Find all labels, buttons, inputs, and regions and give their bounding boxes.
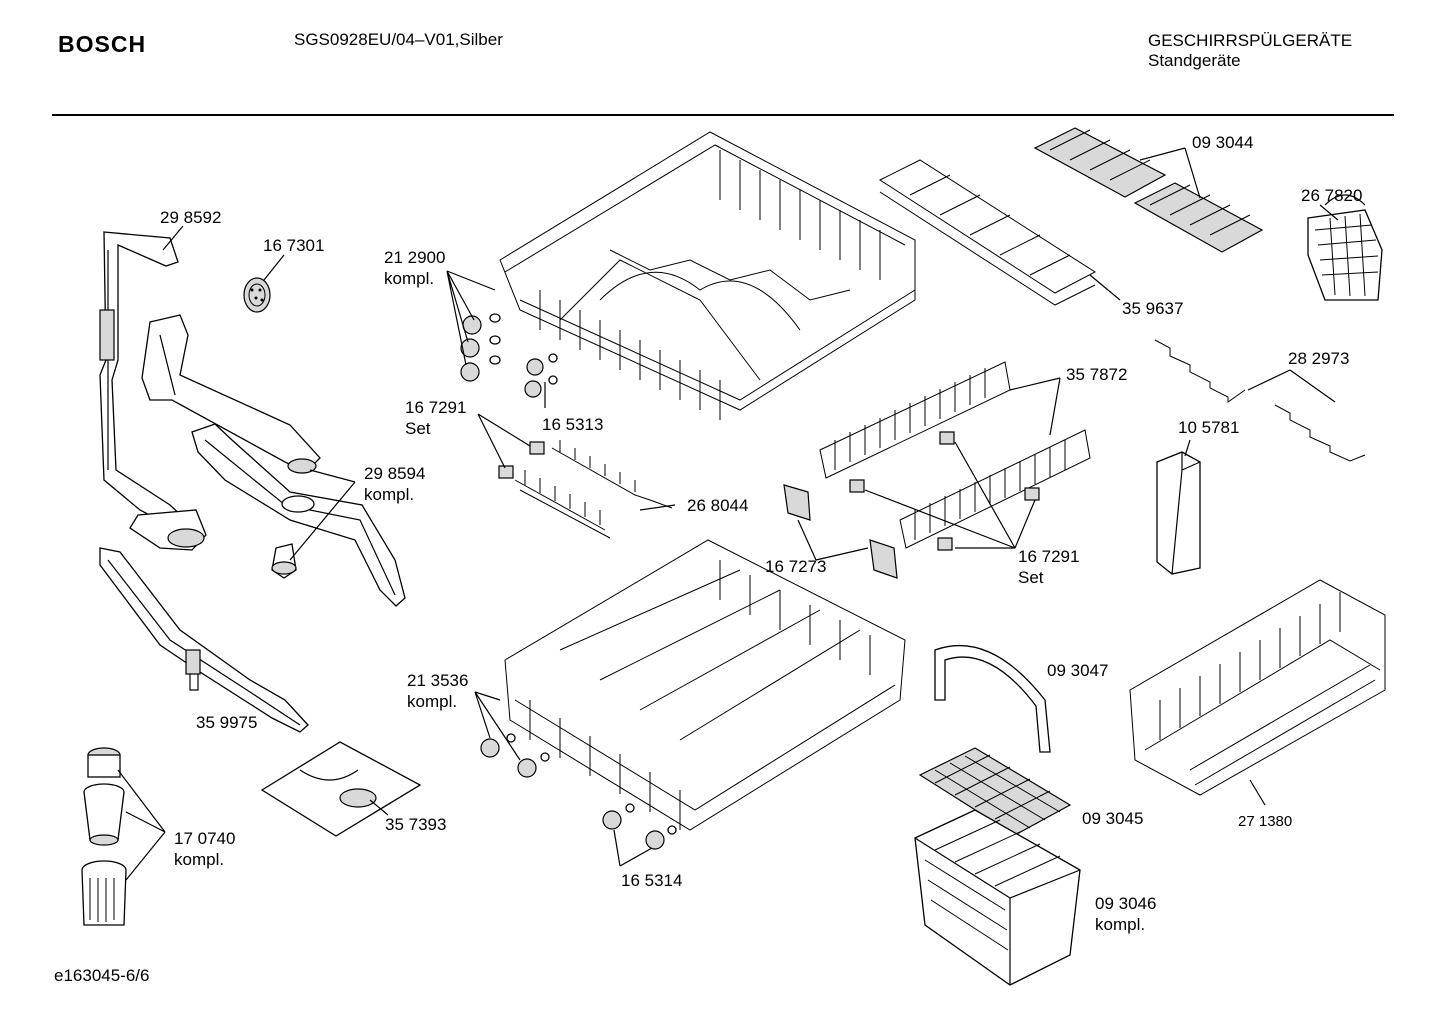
label-093046: 09 3046 xyxy=(1095,894,1156,913)
lower-basket-drawing xyxy=(504,539,906,831)
label-357872: 35 7872 xyxy=(1066,365,1127,384)
label-282973: 28 2973 xyxy=(1288,349,1349,368)
category-title: GESCHIRRSPÜLGERÄTE xyxy=(1148,31,1353,50)
leader-lines xyxy=(117,147,1339,881)
label-268044: 26 8044 xyxy=(687,496,748,515)
label-167291-mid-set: Set xyxy=(1018,568,1044,587)
label-359975: 35 9975 xyxy=(196,713,257,732)
label-267820: 26 7820 xyxy=(1301,186,1362,205)
clips-drawing xyxy=(498,431,1040,579)
cutlery-tray-top-drawing xyxy=(878,159,1096,306)
label-105781: 10 5781 xyxy=(1178,418,1239,437)
label-093047: 09 3047 xyxy=(1047,661,1108,680)
label-167291-mid: 16 7291 xyxy=(1018,547,1079,566)
label-167301: 16 7301 xyxy=(263,236,324,255)
label-093044: 09 3044 xyxy=(1192,133,1253,152)
label-212900-kompl: kompl. xyxy=(384,269,434,288)
label-298594-kompl: kompl. xyxy=(364,485,414,504)
drawing-reference: e163045-6/6 xyxy=(54,966,150,985)
label-170740-kompl: kompl. xyxy=(174,850,224,869)
cutlery-rack-inserts-drawing xyxy=(1033,127,1264,253)
basket-rollers-lower-drawing xyxy=(480,733,677,850)
cup-shelf-drawing xyxy=(819,361,1091,549)
label-213536: 21 3536 xyxy=(407,671,468,690)
upper-basket-drawing xyxy=(499,131,916,420)
cutlery-basket-large-drawing xyxy=(914,809,1081,986)
label-165313: 16 5313 xyxy=(542,415,603,434)
sieve-plate-drawing xyxy=(260,741,422,837)
lower-spray-arm-2-drawing xyxy=(99,547,309,733)
fold-down-tines-drawing xyxy=(514,440,673,539)
label-359637: 35 9637 xyxy=(1122,299,1183,318)
label-212900: 21 2900 xyxy=(384,248,445,267)
label-093046-kompl: kompl. xyxy=(1095,915,1145,934)
label-167291-top-set: Set xyxy=(405,419,431,438)
label-271380: 27 1380 xyxy=(1238,813,1292,830)
filter-assembly-drawing xyxy=(81,747,127,926)
label-298594: 29 8594 xyxy=(364,464,425,483)
spray-arm-supply-pipe-drawing xyxy=(99,231,207,551)
plate-rack-drawing xyxy=(1129,579,1386,796)
label-213536-kompl: kompl. xyxy=(407,692,457,711)
upper-spray-arm-holder-drawing xyxy=(141,314,321,474)
category-block: GESCHIRRSPÜLGERÄTE Standgeräte xyxy=(1148,31,1352,71)
stepped-rack-drawing xyxy=(1154,339,1366,462)
spray-arm-cap-drawing xyxy=(243,277,271,313)
brand-logo: BOSCH xyxy=(58,31,147,57)
basket-handle-drawing xyxy=(934,644,1051,753)
glass-holder-drawing xyxy=(1156,451,1201,575)
label-170740: 17 0740 xyxy=(174,829,235,848)
cutlery-basket-small-drawing xyxy=(1307,194,1383,301)
lower-spray-arm-drawing xyxy=(191,423,406,607)
label-298592: 29 8592 xyxy=(160,208,221,227)
label-167273: 16 7273 xyxy=(765,557,826,576)
label-167291-top: 16 7291 xyxy=(405,398,466,417)
header-divider xyxy=(52,114,1394,116)
category-subtitle: Standgeräte xyxy=(1148,51,1241,70)
label-357393: 35 7393 xyxy=(385,815,446,834)
label-165314: 16 5314 xyxy=(621,871,682,890)
label-093045: 09 3045 xyxy=(1082,809,1143,828)
model-title: SGS0928EU/04–V01,Silber xyxy=(294,30,503,49)
basket-rollers-upper-drawing xyxy=(460,313,558,398)
spray-arm-hub-drawing xyxy=(271,543,297,579)
